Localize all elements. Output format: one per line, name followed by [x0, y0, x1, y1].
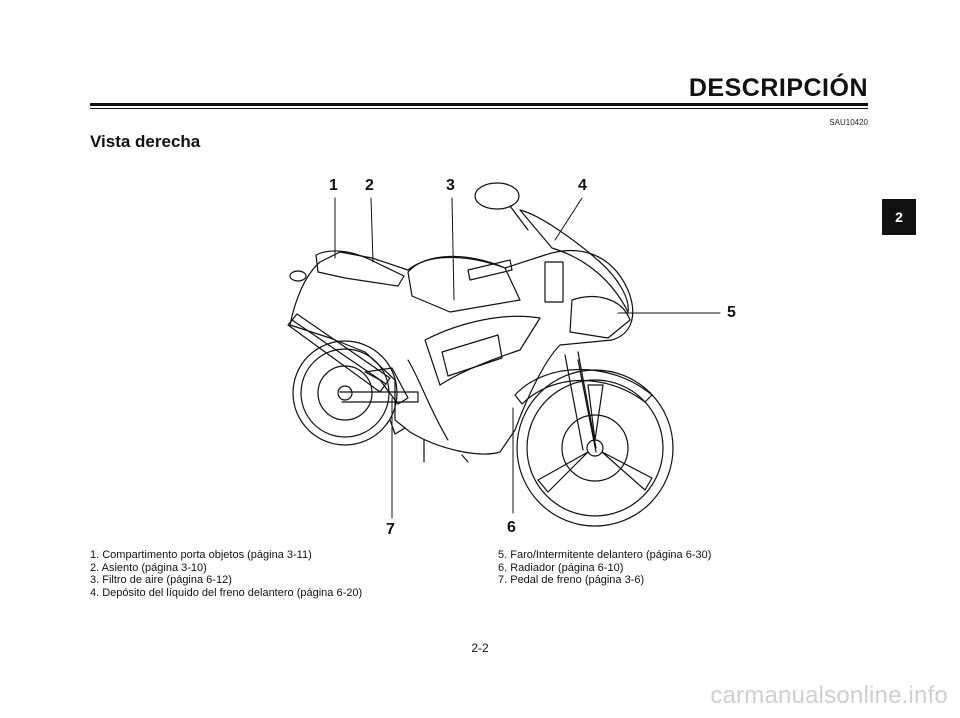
- callout-5: 5: [727, 304, 736, 321]
- legend-item: 7. Pedal de freno (página 3-6): [498, 574, 645, 586]
- parts-legend-right: 5. Faro/Intermitente delantero (página 6…: [498, 549, 711, 587]
- watermark: carmanualsonline.info: [710, 682, 948, 709]
- headlight: [569, 296, 631, 339]
- windscreen: [519, 209, 629, 313]
- callout-2: 2: [365, 177, 374, 194]
- tail-light: [289, 270, 307, 282]
- front-fender: [514, 368, 653, 405]
- mirror: [474, 182, 520, 210]
- callout-7: 7: [386, 521, 395, 538]
- body-outline: [289, 249, 634, 455]
- header-rule-thin: [90, 108, 868, 109]
- reference-code: SAU10420: [829, 118, 868, 127]
- legend-item: 4. Depósito del líquido del freno delant…: [90, 586, 363, 599]
- callout-6: 6: [507, 519, 516, 536]
- parts-legend-left: 1. Compartimento porta objetos (página 3…: [90, 549, 362, 599]
- side-fairing: [424, 315, 541, 386]
- chapter-tab[interactable]: 2: [882, 199, 916, 235]
- callout-lines: [334, 197, 721, 519]
- legend-item: 1. Compartimento porta objetos (página 3…: [90, 549, 312, 561]
- callout-4: 4: [578, 177, 587, 194]
- legend-item: 5. Faro/Intermitente delantero (página 6…: [498, 549, 712, 561]
- front-wheel: [516, 369, 674, 527]
- swingarm: [339, 391, 419, 403]
- section-title: Vista derecha: [90, 132, 201, 151]
- brake-pedal: [364, 367, 409, 405]
- exhaust: [287, 313, 391, 393]
- page-number: 2-2: [471, 641, 489, 655]
- front-fork: [564, 351, 597, 453]
- header-rule-thick: [90, 103, 868, 106]
- callout-3: 3: [446, 177, 455, 194]
- legend-item: 2. Asiento (página 3-10): [90, 561, 207, 574]
- callout-1: 1: [329, 177, 338, 194]
- handlebar: [467, 259, 513, 281]
- legend-item: 3. Filtro de aire (página 6-12): [90, 574, 232, 586]
- legend-item: 6. Radiador (página 6-10): [498, 561, 624, 574]
- page-title: DESCRIPCIÓN: [688, 74, 868, 102]
- brake-reservoir: [544, 261, 564, 303]
- seat: [315, 250, 405, 287]
- fuel-tank: [407, 255, 521, 313]
